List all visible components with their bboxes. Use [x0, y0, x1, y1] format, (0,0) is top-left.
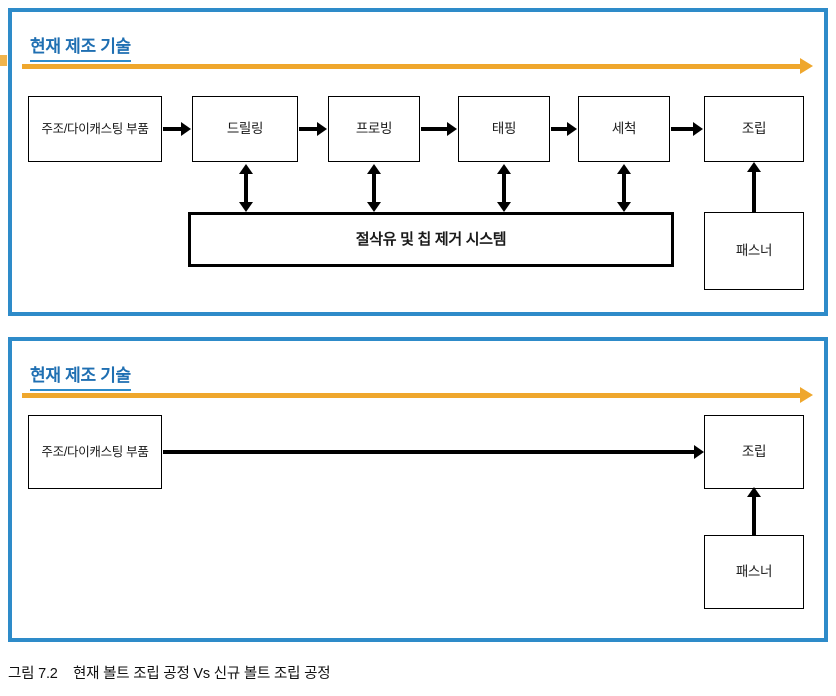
process-box-coolant-chip-system[interactable]: 절삭유 및 칩 제거 시스템	[188, 212, 674, 267]
arrow-casting-to-assembly-new	[163, 442, 704, 462]
timeline-arrow-head-new	[800, 387, 813, 403]
arrow-drilling-to-system	[237, 164, 255, 212]
arrow-fastener-to-assembly-current	[745, 162, 763, 214]
process-box-fastener-new[interactable]: 패스너	[704, 535, 804, 609]
process-box-washing[interactable]: 세척	[578, 96, 670, 162]
process-box-drilling[interactable]: 드릴링	[192, 96, 298, 162]
arrow-tapping-to-washing	[551, 119, 577, 139]
process-box-tapping[interactable]: 태핑	[458, 96, 550, 162]
panel-title-current-text: 현재 제조 기술	[30, 32, 131, 62]
process-box-casting-new[interactable]: 주조/다이캐스팅 부품	[28, 415, 162, 489]
process-box-fastener[interactable]: 패스너	[704, 212, 804, 290]
process-box-assembly[interactable]: 조립	[704, 96, 804, 162]
panel-new-process: 현재 제조 기술 주조/다이캐스팅 부품 조립 패스너	[8, 337, 828, 642]
arrow-drilling-to-probing	[299, 119, 327, 139]
arrow-fastener-to-assembly-new	[745, 487, 763, 539]
process-box-casting[interactable]: 주조/다이캐스팅 부품	[28, 96, 162, 162]
panel-title-new: 현재 제조 기술	[30, 361, 131, 391]
figure-caption: 그림 7.2 현재 볼트 조립 공정 Vs 신규 볼트 조립 공정	[8, 666, 331, 682]
process-box-probing[interactable]: 프로빙	[328, 96, 420, 162]
process-box-assembly-new[interactable]: 조립	[704, 415, 804, 489]
arrow-tapping-to-system	[495, 164, 513, 212]
panel-title-new-text: 현재 제조 기술	[30, 361, 131, 391]
arrow-washing-to-system	[615, 164, 633, 212]
panel-title-current: 현재 제조 기술	[30, 32, 131, 62]
timeline-arrow-shaft-current	[22, 64, 802, 69]
arrow-probing-to-tapping	[421, 119, 457, 139]
arrow-probing-to-system	[365, 164, 383, 212]
arrow-washing-to-assembly	[671, 119, 703, 139]
timeline-edge-stub	[0, 55, 7, 66]
timeline-arrow-head-current	[800, 58, 813, 74]
panel-current-process: 현재 제조 기술 주조/다이캐스팅 부품 드릴링 프로빙 태핑 세척 조립	[8, 8, 828, 316]
timeline-arrow-shaft-new	[22, 393, 802, 398]
arrow-casting-to-drilling	[163, 119, 191, 139]
